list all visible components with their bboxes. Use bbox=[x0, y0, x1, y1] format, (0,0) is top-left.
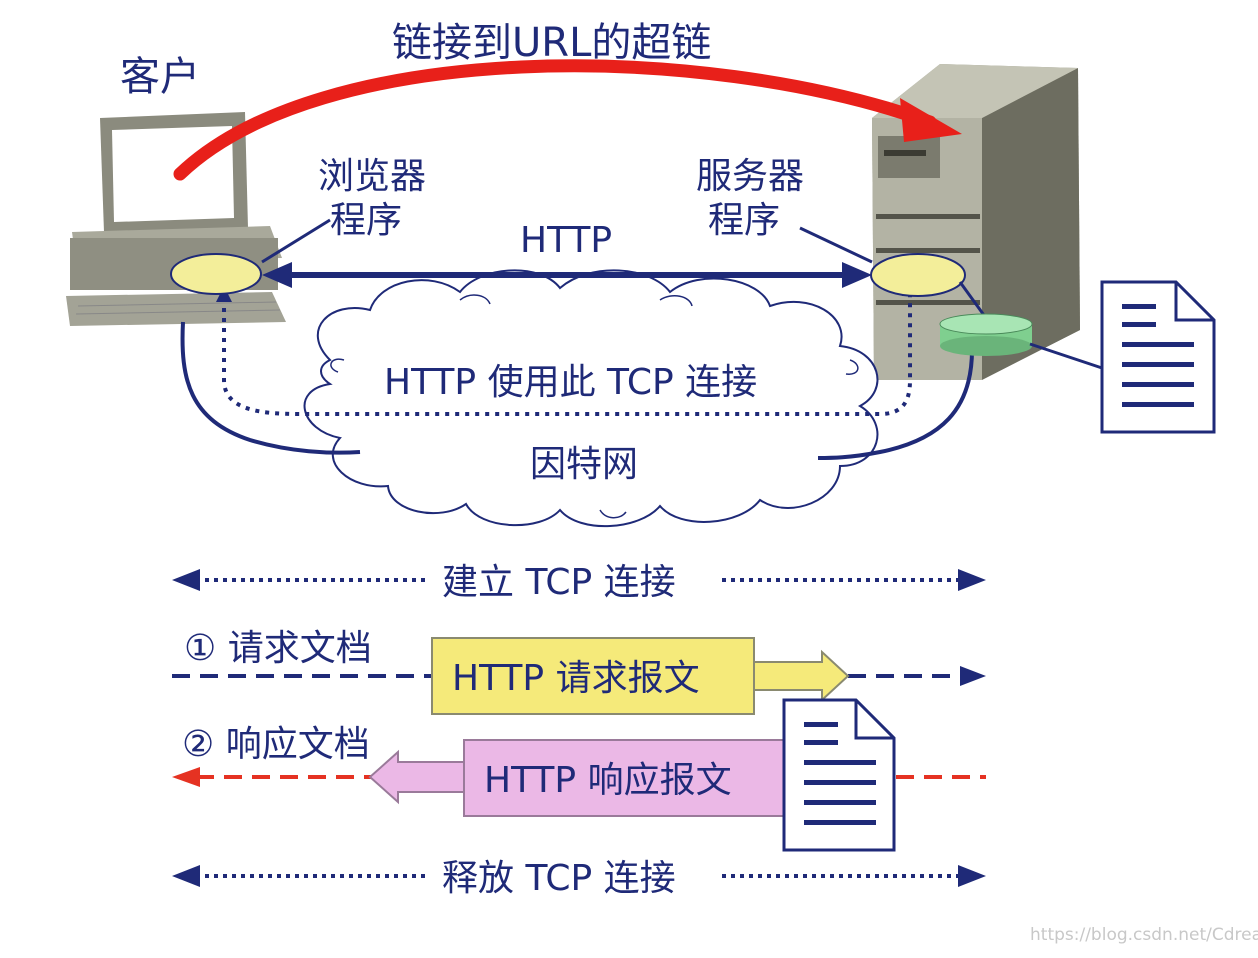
arrowhead bbox=[262, 262, 292, 288]
server-program-node bbox=[870, 253, 966, 297]
response-message-label: HTTP 响应报文 bbox=[484, 760, 732, 801]
client-computer-icon bbox=[66, 112, 286, 326]
client-link-line bbox=[180, 321, 361, 455]
server-pointer bbox=[799, 226, 873, 264]
hyperlink-label: 链接到URL的超链 bbox=[392, 20, 711, 66]
response-doc-label: ② 响应文档 bbox=[182, 724, 370, 765]
browser-pointer bbox=[261, 218, 331, 264]
tcp-usage-label: HTTP 使用此 TCP 连接 bbox=[384, 362, 757, 403]
establish-tcp-row: 建立 TCP 连接 bbox=[172, 562, 986, 603]
server-label-line2: 程序 bbox=[708, 200, 780, 241]
tcp-connection-dotted bbox=[222, 292, 912, 416]
server-link-line bbox=[817, 349, 974, 460]
request-row: ① 请求文档 HTTP 请求报文 bbox=[172, 628, 986, 715]
request-doc-label: ① 请求文档 bbox=[184, 628, 372, 669]
internet-label: 因特网 bbox=[530, 444, 638, 485]
server-icon bbox=[872, 64, 1080, 380]
response-row: ② 响应文档 HTTP 响应报文 bbox=[172, 698, 986, 852]
hyperlink-arrow bbox=[173, 59, 937, 181]
server-label-line1: 服务器 bbox=[696, 156, 804, 197]
arrowhead bbox=[842, 262, 872, 288]
response-arrow bbox=[368, 749, 465, 805]
internet-cloud bbox=[303, 269, 879, 527]
document-icon bbox=[1100, 280, 1216, 434]
arrowhead bbox=[900, 98, 962, 142]
watermark-text: https://blog.csdn.net/Cdreamfly bbox=[1030, 925, 1258, 945]
browser-label-line2: 程序 bbox=[330, 200, 402, 241]
client-label: 客户 bbox=[120, 54, 200, 100]
browser-program-node bbox=[170, 253, 262, 295]
response-document-icon bbox=[782, 698, 896, 852]
http-label: HTTP bbox=[520, 220, 612, 261]
release-tcp-row: 释放 TCP 连接 bbox=[172, 858, 986, 899]
browser-label-line1: 浏览器 bbox=[318, 156, 426, 197]
disk-icon bbox=[939, 281, 1103, 370]
request-message-label: HTTP 请求报文 bbox=[452, 658, 700, 699]
establish-tcp-label: 建立 TCP 连接 bbox=[442, 562, 676, 603]
request-message-box bbox=[431, 637, 755, 715]
release-tcp-label: 释放 TCP 连接 bbox=[442, 858, 676, 899]
response-message-box bbox=[463, 739, 787, 817]
request-arrow bbox=[753, 649, 850, 703]
